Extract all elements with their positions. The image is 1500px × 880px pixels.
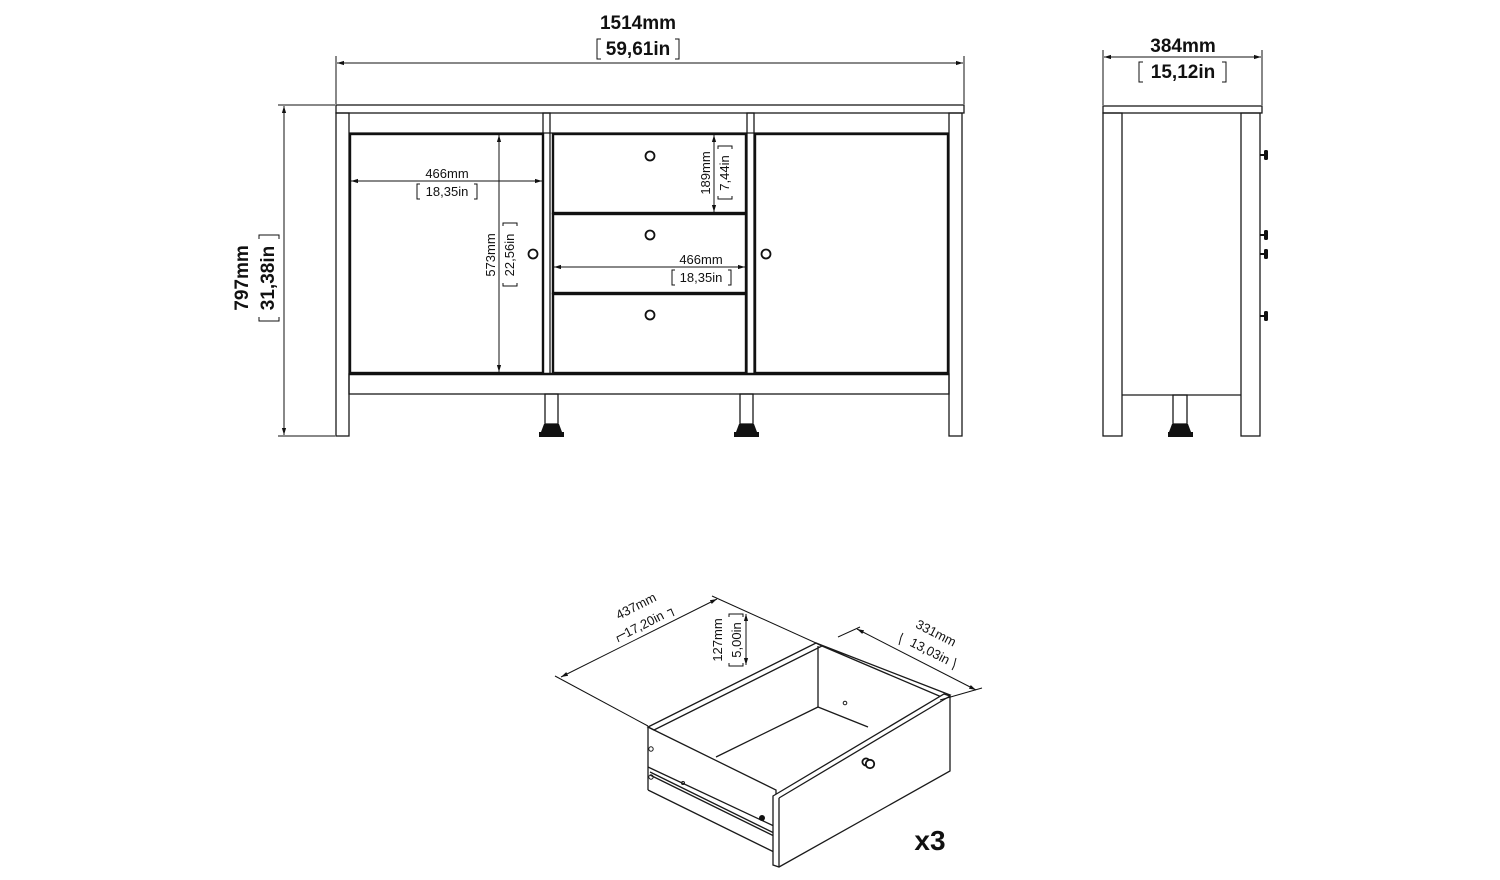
right-leg [948,112,963,437]
foot-left [539,393,564,437]
bottom-rail [348,373,950,395]
side-leg-back [1102,112,1123,437]
drawer-width-in: 18,35in [680,270,723,285]
left-door-knob [527,248,539,260]
front-view: 1514mm 59,61in 797mm 31,38in 466mm 18,35… [232,13,965,437]
side-knob-3 [1260,249,1268,259]
drawer-3-knob [644,309,656,321]
drawer-1-knob [644,150,656,162]
drawer-detail: 437mm 17,20in 127mm 5,00in 331mm 13,03in… [554,589,983,868]
side-top [1102,105,1263,114]
door-width-in: 18,35in [426,184,469,199]
side-knob-4 [1260,311,1268,321]
drawer-height-mm: 189mm [698,151,713,194]
side-foot [1168,394,1193,437]
divider-right [746,112,755,375]
door-height-mm: 573mm [483,233,498,276]
left-door [348,132,545,375]
right-door [753,132,950,375]
depth-mm: 384mm [1150,36,1216,57]
side-knob-2 [1260,230,1268,240]
top-plate [335,104,965,114]
drawer-height-detail-in: 5,00in [729,622,744,657]
overall-width-mm: 1514mm [600,13,676,34]
right-door-knob [760,248,772,260]
door-height-in: 22,56in [502,234,517,277]
side-leg-front [1240,112,1261,437]
drawer-2-knob [644,229,656,241]
overall-height-mm: 797mm [232,245,253,311]
drawer-quantity: x3 [914,825,945,856]
overall-width-in: 59,61in [606,39,670,60]
depth-in: 15,12in [1151,62,1215,83]
foot-right [734,393,759,437]
side-view: 384mm 15,12in [1102,36,1268,437]
drawer-3 [551,292,748,375]
door-width-mm: 466mm [425,166,468,181]
overall-height-in: 31,38in [258,246,279,310]
side-knob-1 [1260,150,1268,160]
drawer-height-in: 7,44in [717,155,732,190]
left-leg [335,112,350,437]
drawer-width-mm: 466mm [679,252,722,267]
drawer-height-detail-mm: 127mm [710,618,725,661]
